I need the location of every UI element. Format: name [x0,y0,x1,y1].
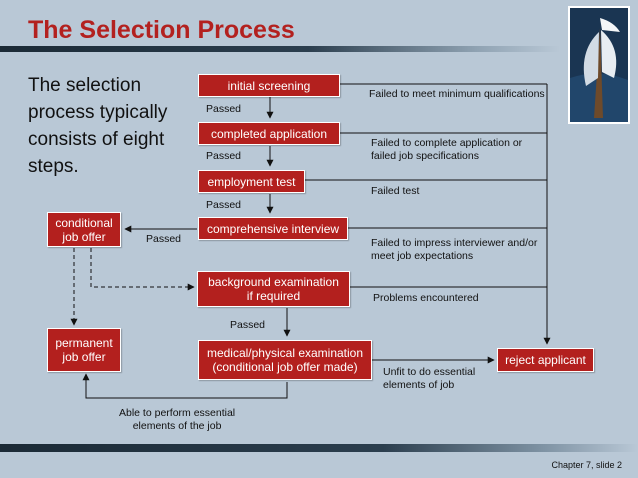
label-failed-qualifications: Failed to meet minimum qualifications [369,88,545,100]
label-failed-application: Failed to complete application or failed… [371,137,523,162]
label-passed-background: Passed [230,319,266,331]
sailboat-photo [568,6,630,124]
box-conditional-job-offer: conditional job offer [47,212,121,247]
title-divider-bar [0,46,560,52]
dashed-conditional-to-background [90,248,195,291]
box-permanent-job-offer: permanent job offer [47,328,121,372]
label-problems-encountered: Problems encountered [373,292,479,304]
box-background-examination: background examination if required [197,271,350,307]
intro-text: The selection process typically consists… [28,75,168,177]
label-passed-interview: Passed [146,233,182,245]
label-able-to-perform: Able to perform essential elements of th… [119,407,236,432]
label-failed-interview: Failed to impress interviewer and/or mee… [371,237,538,262]
label-passed-3: Passed [206,199,242,211]
sailboat-icon [570,8,628,122]
box-completed-application: completed application [198,122,340,145]
box-reject-applicant: reject applicant [497,348,594,372]
label-passed-1: Passed [206,103,242,115]
arrow-medical-to-permanent [82,373,288,399]
label-passed-2: Passed [206,150,242,162]
slide-title: The Selection Process [28,16,295,44]
box-employment-test: employment test [198,170,305,193]
box-medical-examination: medical/physical examination (conditiona… [198,340,372,380]
footer-divider-bar [0,444,638,452]
slide-number: Chapter 7, slide 2 [551,460,622,470]
box-comprehensive-interview: comprehensive interview [198,217,348,240]
label-failed-test: Failed test [371,185,420,197]
box-initial-screening: initial screening [198,74,340,97]
label-unfit: Unfit to do essential elements of job [383,366,476,391]
